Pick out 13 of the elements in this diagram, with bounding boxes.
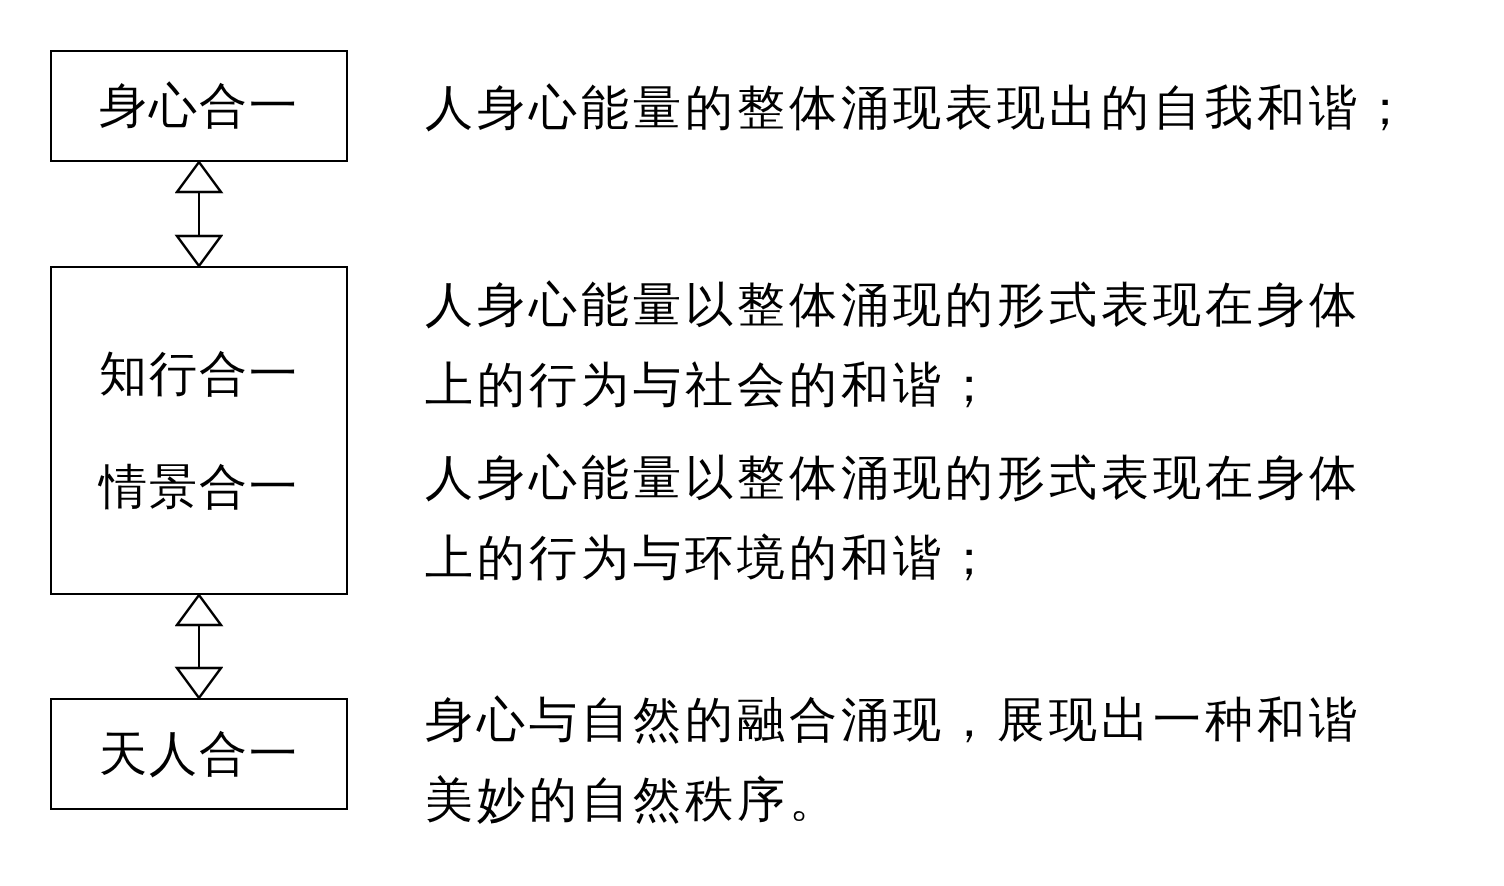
- box-label: 身心合一: [99, 78, 299, 134]
- box-label: 天人合一: [99, 726, 299, 782]
- description-text: 人身心能量以整体涌现的形式表现在身体上的行为与社会的和谐；: [425, 277, 1362, 413]
- box-label: 知行合一: [99, 346, 299, 403]
- process-box: [50, 266, 348, 595]
- description-text: 人身心能量以整体涌现的形式表现在身体上的行为与环境的和谐；: [425, 450, 1362, 586]
- box-label: 情景合一: [99, 458, 299, 515]
- description-text: 身心与自然的融合涌现，展现出一种和谐美妙的自然秩序。: [425, 692, 1362, 828]
- double-arrow: [175, 160, 223, 268]
- double-arrow: [175, 593, 223, 700]
- process-box: [50, 50, 348, 162]
- description-text: 人身心能量的整体涌现表现出的自我和谐；: [425, 80, 1414, 136]
- process-box: [50, 698, 348, 810]
